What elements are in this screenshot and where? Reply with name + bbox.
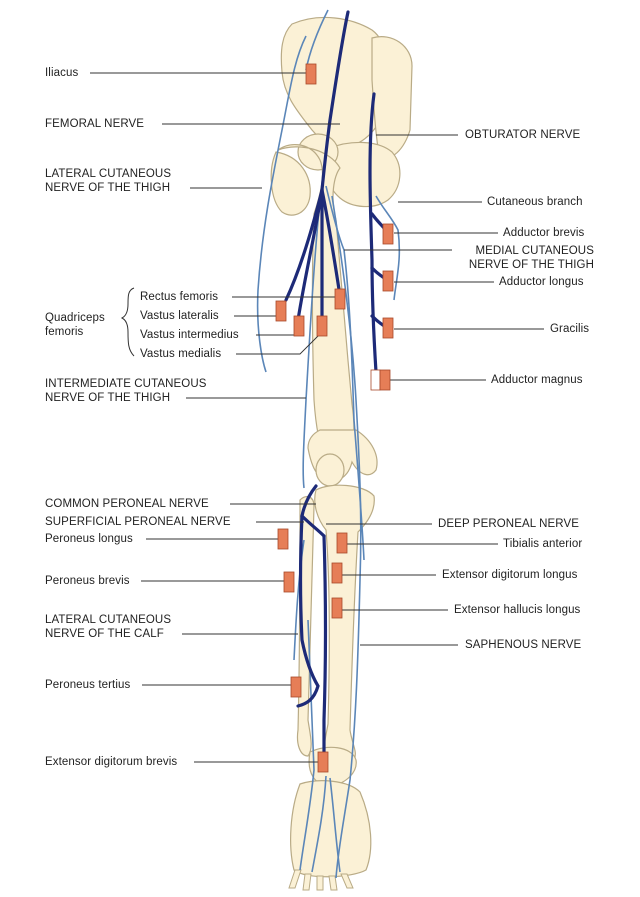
marker-peroneus-tertius xyxy=(290,676,302,698)
toe-5 xyxy=(340,873,354,889)
marker-gracilis xyxy=(382,317,394,339)
marker-vastus-intermedius xyxy=(293,315,305,337)
label-extensor-digitorum-brevis: Extensor digitorum brevis xyxy=(45,756,178,768)
label-femoral-nerve: FEMORAL NERVE xyxy=(45,118,145,130)
label-peroneus-tertius: Peroneus tertius xyxy=(45,679,131,691)
label-superficial-peroneal-nerve: SUPERFICIAL PERONEAL NERVE xyxy=(45,516,231,528)
label-lateral-cutaneous-calf: LATERAL CUTANEOUS NERVE OF THE CALF xyxy=(45,614,172,640)
label-adductor-brevis: Adductor brevis xyxy=(503,227,585,239)
marker-vastus-lateralis xyxy=(275,300,287,322)
foot-bones xyxy=(290,780,372,878)
superficial-peroneal-nerve xyxy=(296,514,320,708)
label-saphenous-nerve: SAPHENOUS NERVE xyxy=(465,639,582,651)
marker-extensor-digitorum-longus xyxy=(331,562,343,584)
toe-2 xyxy=(302,873,312,891)
label-iliacus: Iliacus xyxy=(45,67,79,79)
femoral-branch-b xyxy=(296,188,324,322)
leader-lines xyxy=(90,72,544,763)
label-extensor-hallucis-longus: Extensor hallucis longus xyxy=(454,604,581,616)
toe-bones xyxy=(288,869,354,891)
marker-extensor-digitorum-brevis xyxy=(317,751,329,773)
label-adductor-longus: Adductor longus xyxy=(499,276,584,288)
intermediate-cutaneous-nerve xyxy=(302,199,321,489)
label-common-peroneal-nerve: COMMON PERONEAL NERVE xyxy=(45,498,209,510)
label-obturator-nerve: OBTURATOR NERVE xyxy=(465,129,581,141)
sacrum xyxy=(371,36,413,161)
talus xyxy=(308,746,357,787)
obturator-cutaneous-branch xyxy=(375,195,401,301)
label-tibialis-anterior: Tibialis anterior xyxy=(503,538,583,550)
marker-iliacus xyxy=(305,63,317,85)
bones xyxy=(270,16,413,878)
patella xyxy=(315,453,345,487)
toe-3 xyxy=(316,875,324,891)
marker-vastus-medialis xyxy=(316,315,328,337)
label-medial-cutaneous-thigh: MEDIAL CUTANEOUS NERVE OF THE THIGH xyxy=(468,245,594,271)
tibia xyxy=(314,484,375,761)
label-vastus-lateralis: Vastus lateralis xyxy=(140,310,219,322)
marker-adductor-magnus-white xyxy=(370,369,381,391)
dorsal-foot-nerve-a xyxy=(311,775,327,873)
muscle-markers xyxy=(275,63,394,773)
lateral-cutaneous-thigh-nerve xyxy=(256,35,307,373)
label-deep-peroneal-nerve: DEEP PERONEAL NERVE xyxy=(438,518,580,530)
label-cutaneous-branch: Cutaneous branch xyxy=(487,196,583,208)
label-vastus-intermedius: Vastus intermedius xyxy=(140,329,239,341)
toe-4 xyxy=(328,875,338,891)
marker-adductor-magnus xyxy=(379,369,391,391)
marker-tibialis-anterior xyxy=(336,532,348,554)
motor-nerves xyxy=(284,10,390,766)
leader-vastus-medialis xyxy=(236,331,323,355)
label-vastus-medialis: Vastus medialis xyxy=(140,348,222,360)
label-rectus-femoris: Rectus femoris xyxy=(140,291,219,303)
label-quadriceps-femoris: Quadriceps femoris xyxy=(45,312,105,338)
marker-peroneus-longus xyxy=(277,528,289,550)
femoral-nerve xyxy=(320,10,350,192)
marker-extensor-hallucis-longus xyxy=(331,597,343,619)
label-peroneus-brevis: Peroneus brevis xyxy=(45,575,130,587)
label-intermediate-cutaneous-thigh: INTERMEDIATE CUTANEOUS NERVE OF THE THIG… xyxy=(45,378,207,404)
label-peroneus-longus: Peroneus longus xyxy=(45,533,133,545)
marker-adductor-longus xyxy=(382,270,394,292)
marker-adductor-brevis xyxy=(382,223,394,245)
label-gracilis: Gracilis xyxy=(550,323,590,335)
label-extensor-digitorum-longus: Extensor digitorum longus xyxy=(442,569,578,581)
label-adductor-magnus: Adductor magnus xyxy=(491,374,583,386)
marker-peroneus-brevis xyxy=(283,571,295,593)
obturator-nerve xyxy=(368,92,378,374)
marker-rectus-femoris xyxy=(334,288,346,310)
toe-1 xyxy=(288,869,302,889)
label-lateral-cutaneous-thigh: LATERAL CUTANEOUS NERVE OF THE THIGH xyxy=(45,168,172,194)
quadriceps-brace xyxy=(120,287,135,357)
dorsal-foot-nerve-b xyxy=(329,777,341,873)
saphenous-nerve xyxy=(331,195,362,879)
femoral-branch-d xyxy=(320,188,342,298)
deep-peroneal-nerve xyxy=(322,534,328,766)
